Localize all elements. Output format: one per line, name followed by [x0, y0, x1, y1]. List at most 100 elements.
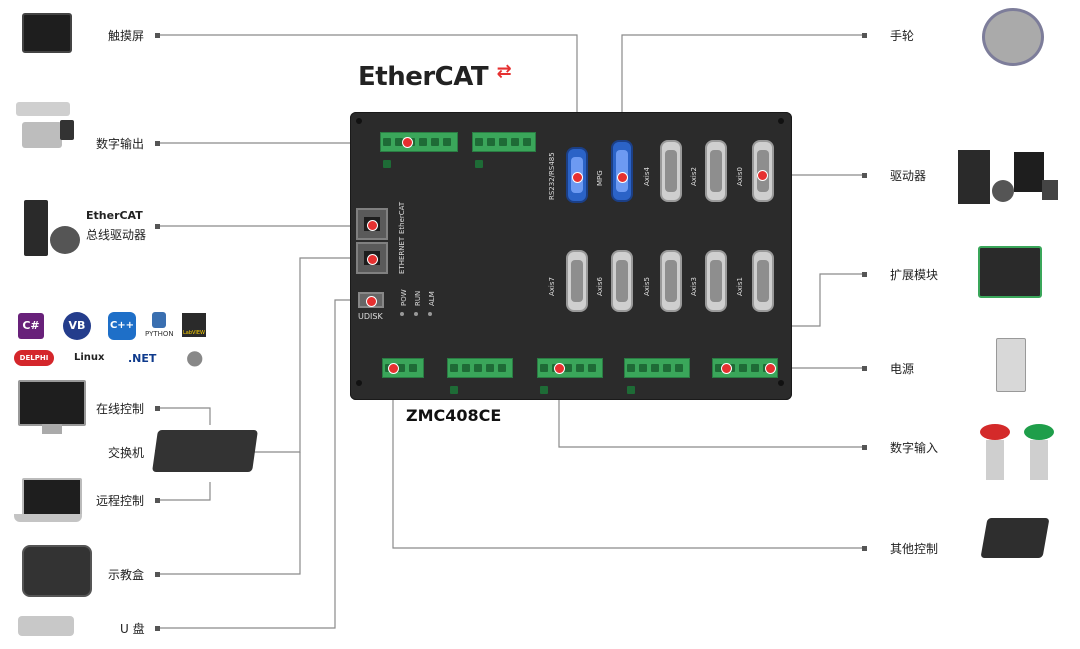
connector-dot — [155, 224, 160, 229]
label-power: 电源 — [890, 362, 915, 376]
ethernet-port-marker — [367, 254, 378, 265]
label-teach-pendant: 示教盒 — [108, 568, 145, 582]
axis6-connector — [611, 250, 633, 312]
label-digital-input: 数字输入 — [890, 441, 939, 455]
mpg-port-marker — [617, 172, 628, 183]
dotnet-logo: .NET — [128, 352, 157, 365]
label-udisk: U 盘 — [120, 622, 145, 636]
label-online-control: 在线控制 — [96, 402, 145, 416]
ethercat-logo: EtherCAT ⇄ — [358, 61, 512, 92]
label-touch-screen: 触摸屏 — [108, 29, 145, 43]
axis4-connector — [660, 140, 682, 202]
model-name: ZMC408CE — [406, 406, 502, 425]
screw-icon — [356, 118, 362, 124]
axis0-port-marker — [757, 170, 768, 181]
screw-icon — [778, 118, 784, 124]
label-remote-control: 远程控制 — [96, 494, 145, 508]
mpg-connector — [611, 140, 633, 202]
ethercat-arrow-icon: ⇄ — [496, 61, 512, 82]
usb-drive-icon — [18, 616, 74, 636]
monitor-icon — [18, 380, 86, 426]
connector-dot — [155, 572, 160, 577]
connector-dot — [155, 33, 160, 38]
axis4-label: Axis4 — [643, 167, 651, 186]
apple-icon: ● — [186, 345, 204, 369]
axis1-label: Axis1 — [736, 277, 744, 296]
label-handwheel: 手轮 — [890, 29, 915, 43]
input-terminal-block-3 — [624, 358, 690, 394]
handwheel-icon — [982, 8, 1044, 66]
connector-dot — [155, 498, 160, 503]
alm-label: ALM — [428, 291, 436, 306]
output-terminal-block — [380, 132, 458, 168]
connector-dot — [155, 406, 160, 411]
linux-logo: Linux — [74, 352, 105, 363]
axis7-label: Axis7 — [548, 277, 556, 296]
cpp-logo: C++ — [108, 312, 136, 340]
screw-icon — [778, 380, 784, 386]
expansion-module-icon — [978, 246, 1042, 298]
laptop-base-icon — [14, 514, 82, 522]
connector-dot — [155, 141, 160, 146]
input-port-marker — [554, 363, 565, 374]
axis2-connector — [705, 140, 727, 202]
solenoid-valve-icon — [12, 100, 74, 155]
ethernet-port-label: ETHERNET — [398, 236, 406, 274]
udisk-port-label: UDISK — [358, 312, 383, 321]
axis6-label: Axis6 — [596, 277, 604, 296]
power-port-marker — [765, 363, 776, 374]
power-supply-icon — [996, 338, 1026, 392]
connector-dot — [862, 366, 867, 371]
laptop-icon — [22, 478, 82, 518]
can-port-marker — [388, 363, 399, 374]
axis5-label: Axis5 — [643, 277, 651, 296]
input-terminal-block-2 — [537, 358, 603, 394]
axis5-connector — [660, 250, 682, 312]
label-bus-driver: 总线驱动器 — [86, 228, 147, 242]
connector-dot — [862, 546, 867, 551]
labview-logo: LabVIEW — [182, 313, 206, 337]
axis7-connector — [566, 250, 588, 312]
label-digital-output: 数字输出 — [96, 137, 145, 151]
ethercat-port-label: EtherCAT — [398, 201, 406, 234]
output-port-marker — [402, 137, 413, 148]
pow-label: POW — [400, 289, 408, 306]
expansion-port-marker — [721, 363, 732, 374]
connector-dot — [862, 33, 867, 38]
axis3-connector — [705, 250, 727, 312]
label-switch: 交换机 — [108, 446, 145, 460]
pow-led — [400, 312, 404, 316]
python-logo: PYTHON — [145, 330, 174, 338]
udisk-port-marker — [366, 296, 377, 307]
output-terminal-block-2 — [472, 132, 536, 168]
run-led — [414, 312, 418, 316]
green-button-icon — [1024, 424, 1054, 480]
ethercat-port-marker — [367, 220, 378, 231]
teach-pendant-icon — [22, 545, 92, 597]
rs232-port-marker — [572, 172, 583, 183]
screw-icon — [356, 380, 362, 386]
csharp-logo: C# — [18, 313, 44, 339]
axis2-label: Axis2 — [690, 167, 698, 186]
touch-screen-icon — [22, 13, 72, 53]
mpg-label: MPG — [596, 170, 604, 186]
label-other-control: 其他控制 — [890, 542, 939, 556]
drivers-icon — [958, 150, 1058, 204]
connector-dot — [862, 173, 867, 178]
input-terminal-block — [447, 358, 513, 394]
alm-led — [428, 312, 432, 316]
connector-dot — [862, 272, 867, 277]
axis3-label: Axis3 — [690, 277, 698, 296]
red-button-icon — [980, 424, 1010, 480]
connector-dot — [862, 445, 867, 450]
network-switch-icon — [152, 430, 258, 472]
monitor-stand-icon — [42, 424, 62, 434]
vb-logo: VB — [63, 312, 91, 340]
connector-dot — [155, 626, 160, 631]
label-ethercat-small: EtherCAT — [86, 209, 143, 222]
axis1-connector — [752, 250, 774, 312]
python-icon — [152, 312, 166, 328]
ethercat-logo-text: EtherCAT — [358, 62, 489, 92]
servo-motor-icon — [24, 200, 84, 256]
controller-module-icon — [980, 518, 1050, 558]
